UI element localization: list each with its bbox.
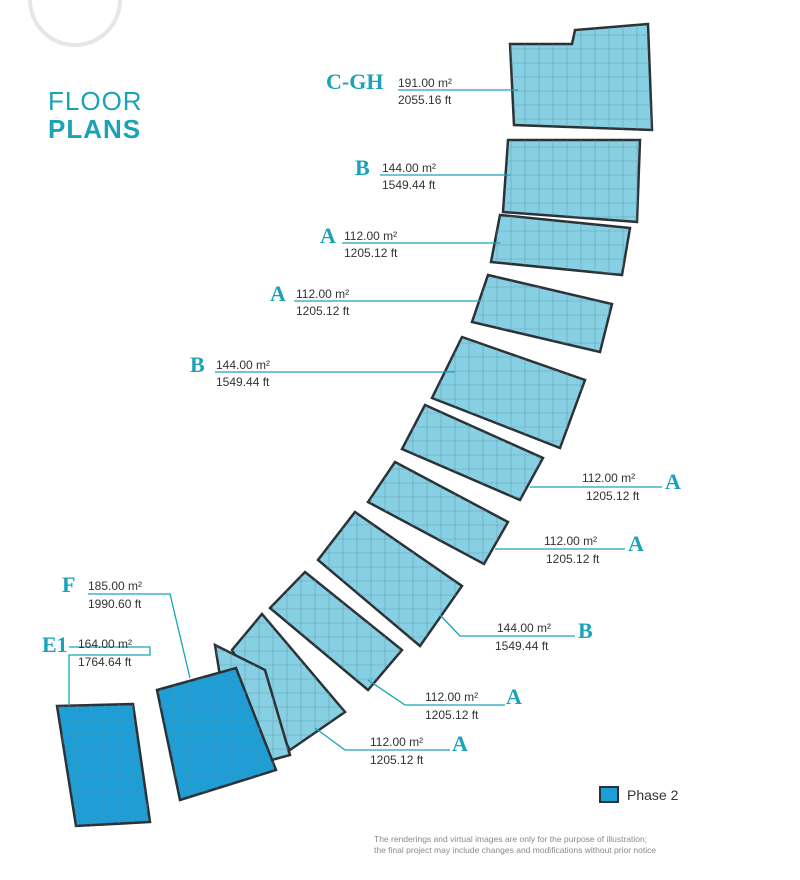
unit-area-m2: 112.00 m² [544, 534, 597, 548]
unit-code: A [628, 531, 644, 556]
unit-area-m2: 112.00 m² [344, 229, 397, 243]
unit-code: C-GH [326, 69, 383, 94]
unit-area-ft: 2055.16 ft [398, 93, 452, 107]
unit-shape-b-2[interactable] [430, 335, 587, 450]
unit-label-b-2: B 144.00 m² 1549.44 ft [190, 352, 270, 389]
unit-shape-a-1[interactable] [489, 213, 632, 277]
unit-code: A [320, 223, 336, 248]
unit-shape-b-1[interactable] [501, 138, 642, 224]
legend-label: Phase 2 [627, 786, 679, 803]
unit-label-a-6: 112.00 m² 1205.12 ft A [370, 731, 468, 767]
unit-shape-e1-phase2[interactable] [55, 702, 152, 828]
unit-area-ft: 1205.12 ft [296, 304, 350, 318]
unit-labels: C-GH 191.00 m² 2055.16 ft B 144.00 m² 15… [42, 69, 681, 767]
unit-area-m2: 144.00 m² [497, 621, 551, 635]
unit-area-m2: 112.00 m² [296, 287, 349, 301]
unit-area-ft: 1549.44 ft [216, 375, 270, 389]
leader-b-3 [439, 614, 575, 637]
decorative-arc [28, 0, 122, 47]
unit-area-m2: 112.00 m² [582, 471, 635, 485]
unit-label-a-4: 112.00 m² 1205.12 ft A [544, 531, 644, 566]
title-floor: FLOOR [48, 86, 143, 116]
unit-area-m2: 191.00 m² [398, 76, 452, 90]
unit-area-ft: 1205.12 ft [370, 753, 424, 767]
unit-area-ft: 1549.44 ft [382, 178, 436, 192]
unit-code: B [578, 618, 593, 643]
unit-area-ft: 1549.44 ft [495, 639, 549, 653]
unit-shape-a-2[interactable] [470, 273, 614, 354]
unit-label-c-gh: C-GH 191.00 m² 2055.16 ft [326, 69, 452, 107]
unit-shape-a-6[interactable] [230, 612, 347, 752]
leader-f [88, 593, 191, 679]
unit-area-ft: 1205.12 ft [586, 489, 640, 503]
unit-area-ft: 1205.12 ft [425, 708, 479, 722]
unit-code: A [506, 684, 522, 709]
title-plans: PLANS [48, 114, 142, 144]
unit-code: B [355, 155, 370, 180]
disclaimer: The renderings and virtual images are on… [374, 834, 704, 856]
unit-shape-b-3[interactable] [316, 510, 464, 648]
unit-label-b-3: 144.00 m² 1549.44 ft B [495, 618, 593, 653]
unit-label-a-3: 112.00 m² 1205.12 ft A [582, 469, 681, 503]
unit-label-f: F 185.00 m² 1990.60 ft [62, 572, 142, 611]
unit-code: A [665, 469, 681, 494]
unit-label-a-1: A 112.00 m² 1205.12 ft [320, 223, 398, 260]
unit-label-a-2: A 112.00 m² 1205.12 ft [270, 281, 350, 318]
disclaimer-line-1: The renderings and virtual images are on… [374, 834, 648, 844]
unit-area-m2: 144.00 m² [216, 358, 270, 372]
unit-shapes [55, 22, 654, 828]
unit-code: A [452, 731, 468, 756]
legend-swatch-phase2 [599, 786, 619, 803]
unit-area-m2: 112.00 m² [370, 735, 423, 749]
unit-shape-a-3[interactable] [400, 403, 545, 502]
unit-code: F [62, 572, 75, 597]
unit-code: A [270, 281, 286, 306]
legend: Phase 2 [599, 786, 678, 803]
unit-code: E1 [42, 632, 68, 657]
disclaimer-line-2: the final project may include changes an… [374, 845, 657, 855]
unit-area-ft: 1990.60 ft [88, 597, 142, 611]
unit-shape-a-4[interactable] [366, 460, 510, 566]
leader-a-6 [314, 727, 450, 751]
unit-code: B [190, 352, 205, 377]
leader-a-5 [367, 679, 505, 706]
unit-area-m2: 144.00 m² [382, 161, 436, 175]
unit-shape-c-gh[interactable] [508, 22, 654, 132]
unit-shape-f-phase2[interactable] [155, 666, 278, 802]
unit-area-ft: 1205.12 ft [344, 246, 398, 260]
unit-shape-a-5[interactable] [268, 570, 404, 692]
unit-label-b-1: B 144.00 m² 1549.44 ft [355, 155, 436, 192]
unit-label-a-5: 112.00 m² 1205.12 ft A [425, 684, 522, 722]
unit-label-e1: E1 164.00 m² 1764.64 ft [42, 632, 132, 669]
unit-area-m2: 185.00 m² [88, 579, 142, 593]
unit-area-ft: 1764.64 ft [78, 655, 132, 669]
leader-e1 [68, 646, 151, 706]
unit-area-ft: 1205.12 ft [546, 552, 600, 566]
unit-area-m2: 112.00 m² [425, 690, 478, 704]
unit-area-m2: 164.00 m² [78, 637, 132, 651]
leader-lines [68, 89, 662, 751]
